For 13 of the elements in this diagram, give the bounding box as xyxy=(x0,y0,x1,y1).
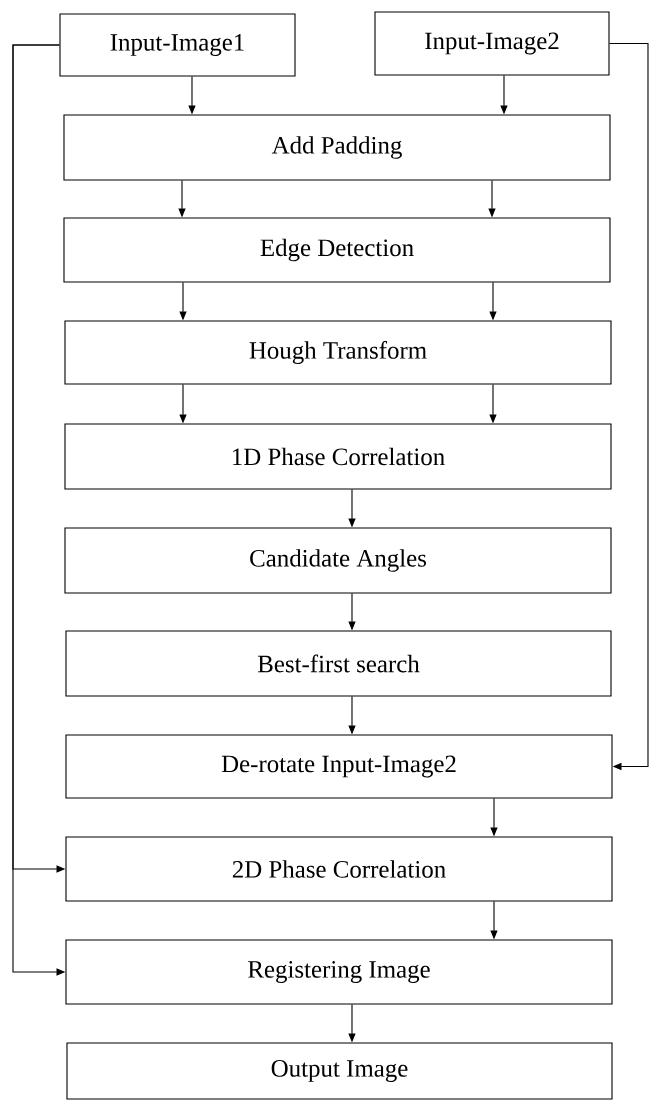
process-box: Input-Image2 xyxy=(374,11,610,76)
process-box: Edge Detection xyxy=(63,217,611,283)
process-box: Candidate Angles xyxy=(64,527,612,594)
process-box: 1D Phase Correlation xyxy=(64,423,612,490)
process-box: Add Padding xyxy=(63,114,611,181)
process-box: Output Image xyxy=(66,1042,613,1100)
process-box: Registering Image xyxy=(65,939,613,1005)
process-box: De-rotate Input-Image2 xyxy=(65,734,613,799)
arrow xyxy=(609,42,649,771)
process-box: Hough Transform xyxy=(64,320,612,385)
process-box: 2D Phase Correlation xyxy=(65,836,613,902)
process-box: Input-Image1 xyxy=(59,13,296,77)
process-box: Best-first search xyxy=(65,630,612,697)
